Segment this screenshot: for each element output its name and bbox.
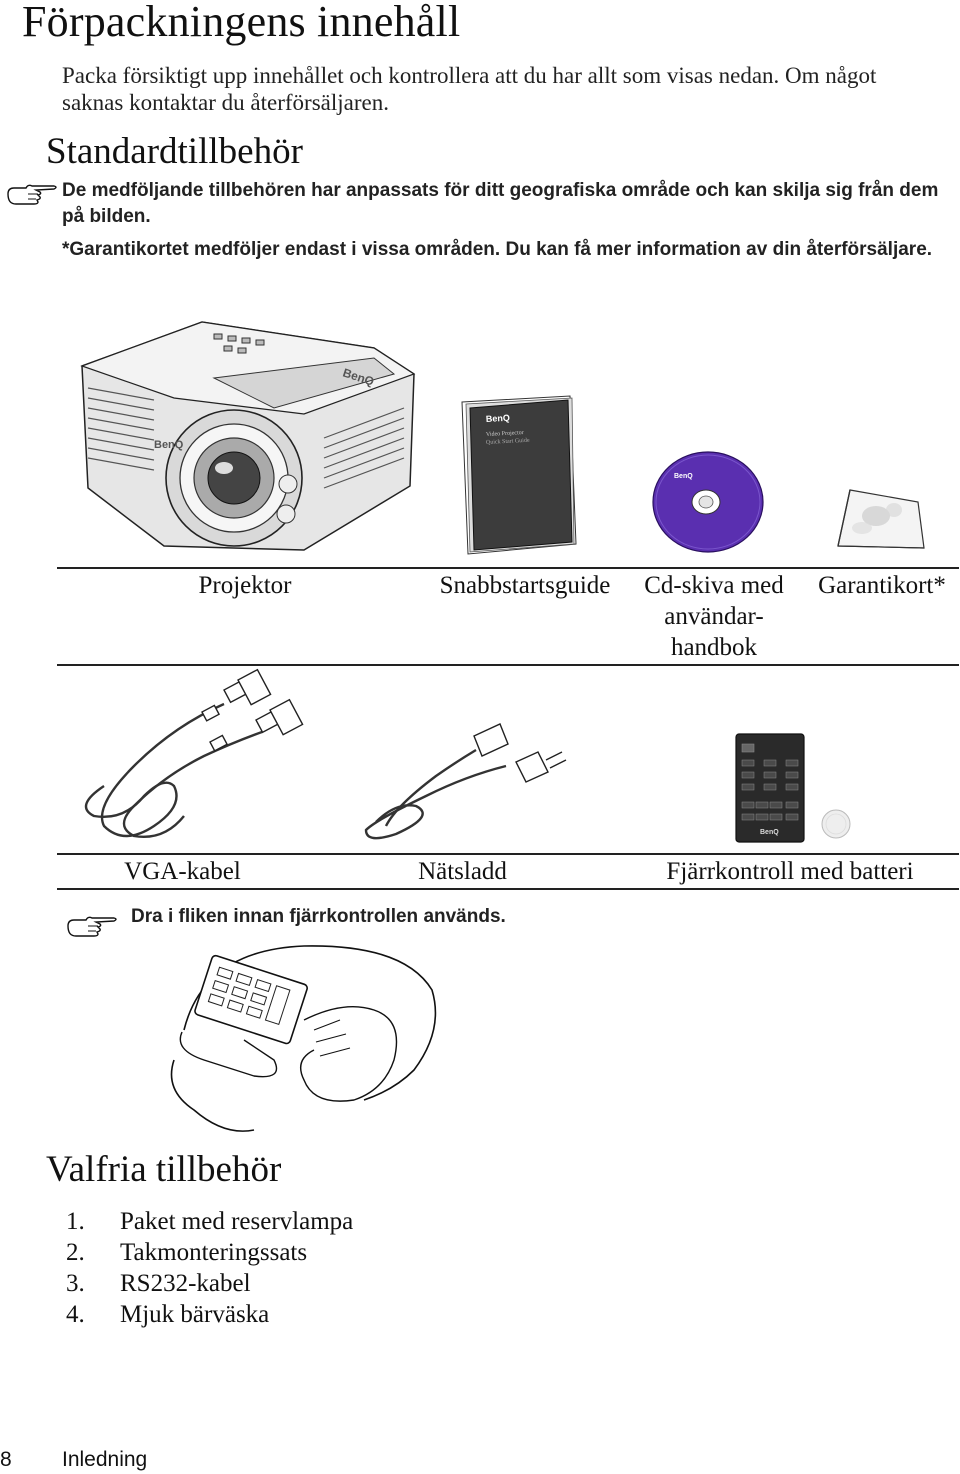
pull-tab-illustration [170,945,437,1132]
divider [57,853,959,855]
standard-accessories-heading: Standardtillbehör [46,131,303,172]
list-item: 4.Mjuk bärväska [66,1301,270,1328]
geographic-note: De medföljande tillbehören har anpassats… [62,180,939,227]
optional-accessories-list: 1.Paket med reservlampa 2.Takmonteringss… [66,1206,353,1330]
pointing-hand-icon [67,916,117,937]
intro-text: Packa försiktigt upp innehållet och kont… [62,63,877,115]
power-cord-image [364,723,567,840]
list-item: 2.Takmonteringssats [66,1239,308,1266]
list-item: 1.Paket med reservlampa [66,1208,354,1235]
warranty-note: *Garantikortet medföljer endast i vissa … [62,239,933,260]
cd-image: BenQ [652,451,764,553]
divider [57,664,959,666]
projector-image: BenQ BenQ [80,321,416,551]
remote-control-image: BenQ [735,733,851,843]
caption-power-cord: Nätsladd [418,858,507,885]
pull-tab-note: Dra i fliken innan fjärrkontrollen använ… [131,906,506,927]
caption-projector: Projektor [198,572,292,599]
remote-logo: BenQ [760,829,779,836]
guide-logo: BenQ [486,413,511,424]
page-number: 8 [0,1448,12,1471]
caption-vga-cable: VGA-kabel [124,858,241,885]
page-title: Förpackningens innehåll [22,0,461,46]
guide-title: Video Projector [486,430,524,438]
projector-side-logo: BenQ [154,439,184,451]
caption-quick-start-guide: Snabbstartsguide [439,572,611,599]
quick-start-guide-image: BenQ Video Projector Quick Start Guide [461,395,577,555]
warranty-card-image [837,489,925,549]
optional-accessories-heading: Valfria tillbehör [46,1149,282,1190]
caption-warranty-card: Garantikort* [818,572,946,599]
pointing-hand-icon [7,184,57,205]
guide-subtitle: Quick Start Guide [486,438,530,446]
caption-remote-control: Fjärrkontroll med batteri [666,858,914,885]
cd-logo: BenQ [674,473,693,480]
vga-cable-image [84,668,304,838]
divider [57,567,959,569]
section-name: Inledning [62,1448,148,1471]
divider [57,888,959,890]
list-item: 3.RS232-kabel [66,1270,251,1297]
caption-cd: Cd-skiva med användar-handbok [644,572,784,661]
